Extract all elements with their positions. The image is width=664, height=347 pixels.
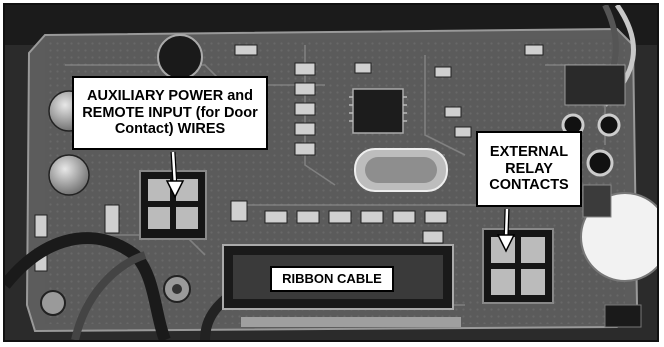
- aux-power-callout-line-1: AUXILIARY POWER and: [87, 87, 253, 104]
- relay-arrow-head: [496, 234, 516, 253]
- aux-power-callout-line-2: REMOTE INPUT (for Door: [82, 104, 258, 121]
- external-relay-callout-line-2: RELAY: [505, 160, 553, 177]
- ribbon-cable-callout: RIBBON CABLE: [270, 266, 394, 292]
- external-relay-callout: EXTERNAL RELAY CONTACTS: [476, 131, 582, 207]
- external-relay-callout-line-3: CONTACTS: [489, 177, 569, 194]
- aux-power-callout: AUXILIARY POWER and REMOTE INPUT (for Do…: [72, 76, 268, 150]
- callout-arrows: [165, 151, 516, 253]
- aux-arrow-head: [165, 180, 185, 199]
- external-relay-callout-line-1: EXTERNAL: [489, 143, 569, 160]
- aux-power-callout-line-3: Contact) WIRES: [114, 121, 226, 138]
- relay-arrow-shaft: [504, 208, 509, 240]
- ribbon-cable-label: RIBBON CABLE: [282, 270, 382, 286]
- aux-arrow-shaft: [171, 151, 177, 186]
